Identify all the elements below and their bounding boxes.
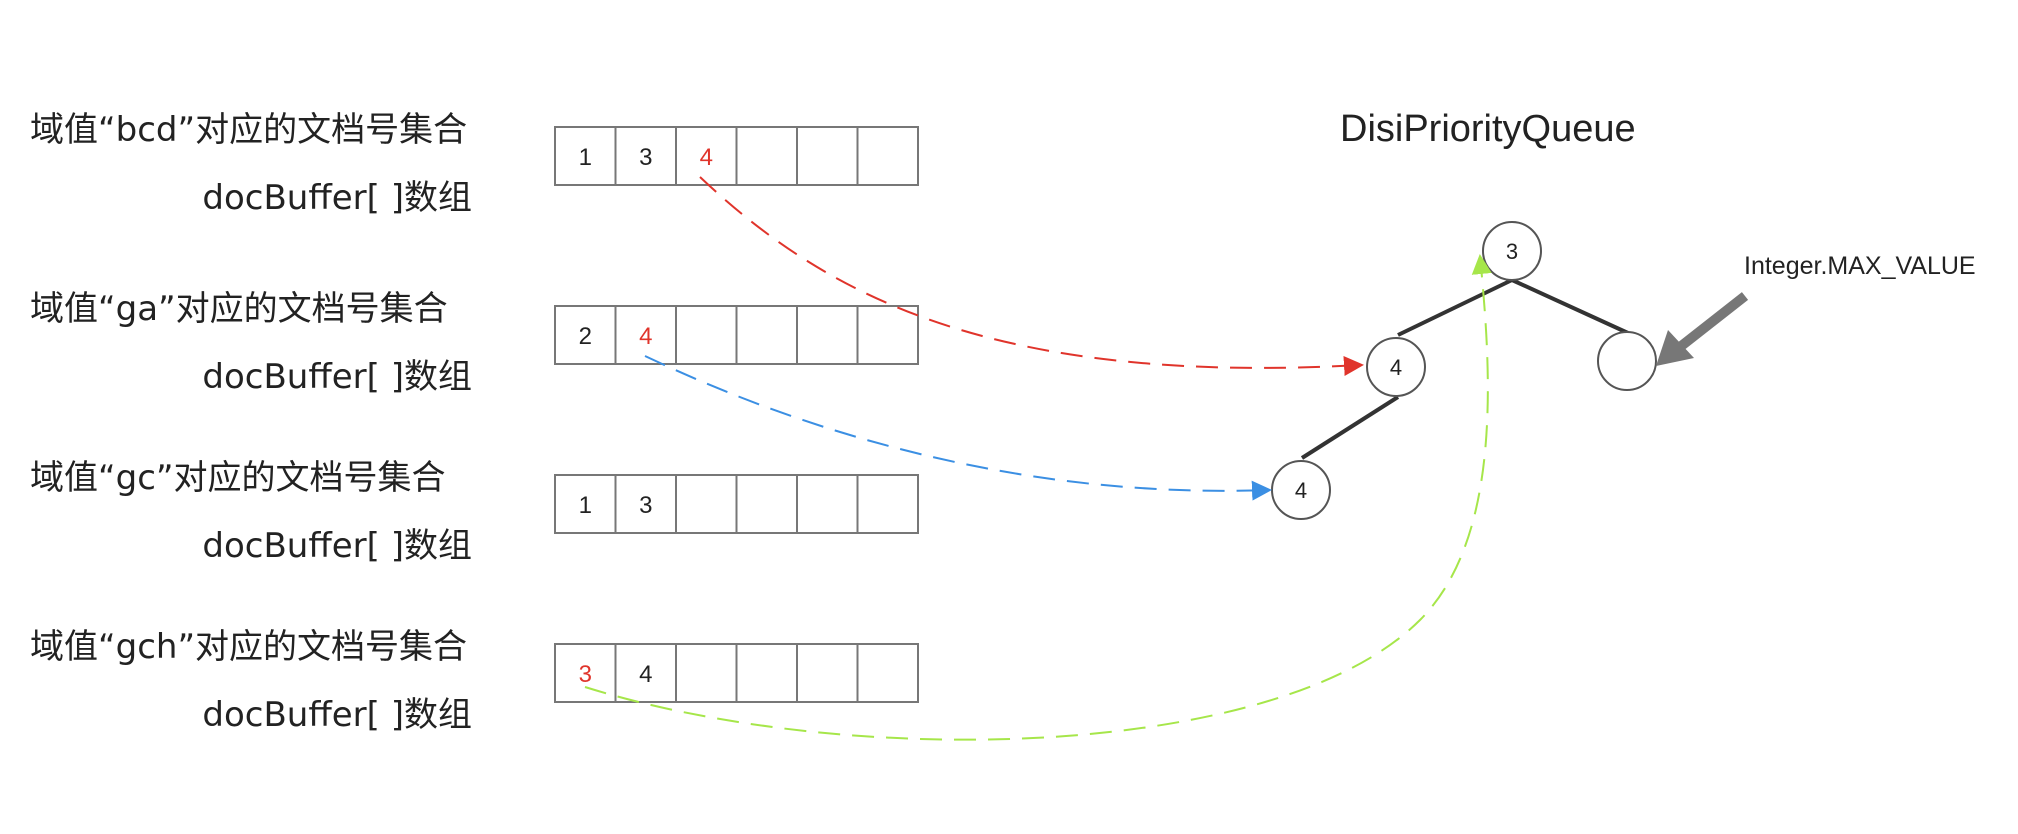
array-cell <box>614 474 677 534</box>
queue-node-root: 3 <box>1482 221 1542 281</box>
set-title-gc: 域值“gc”对应的文档号集合 <box>30 458 446 498</box>
arrow-gch-to-root <box>584 254 1492 741</box>
array-cell <box>796 126 859 186</box>
array-cell <box>856 643 919 703</box>
array-cell <box>614 305 677 365</box>
queue-title: DisiPriorityQueue <box>1340 108 1636 150</box>
array-cell-value: 3 <box>639 144 652 171</box>
array-cell <box>675 643 738 703</box>
array-cell-value: 4 <box>700 144 713 171</box>
array-cell-value: 3 <box>639 492 652 519</box>
array-cell-value: 1 <box>579 492 592 519</box>
array-cell <box>796 643 859 703</box>
array-cell-value: 1 <box>579 144 592 171</box>
queue-node-left-left: 4 <box>1271 460 1331 520</box>
array-cell <box>735 126 798 186</box>
tree-edges <box>1300 278 1629 460</box>
array-cell <box>554 305 617 365</box>
array-cell <box>856 305 919 365</box>
array-cell-value: 4 <box>639 661 652 688</box>
edge-left-leftleft <box>1300 395 1400 460</box>
set-title-gch: 域值“gch”对应的文档号集合 <box>30 627 468 667</box>
edge-root-right <box>1511 278 1629 335</box>
array-cell <box>796 305 859 365</box>
array-cell-value: 2 <box>579 323 592 350</box>
array-cell <box>675 474 738 534</box>
set-title-bcd: 域值“bcd”对应的文档号集合 <box>30 110 468 150</box>
array-cell <box>554 474 617 534</box>
queue-node-root-value: 3 <box>1506 239 1518 264</box>
array-cell <box>735 474 798 534</box>
sentinel-label: Integer.MAX_VALUE <box>1744 252 1976 280</box>
arrow-bcd-to-node <box>699 176 1364 376</box>
doc-buffer-array-bcd: 1 3 4 <box>554 126 919 186</box>
array-cell <box>735 305 798 365</box>
array-cell <box>675 305 738 365</box>
queue-node-left-left-value: 4 <box>1295 478 1307 503</box>
arrow-ga-to-node <box>644 355 1272 501</box>
set-subtitle-gc: docBuffer[ ]数组 <box>202 526 472 566</box>
array-cell <box>856 126 919 186</box>
array-cell <box>856 474 919 534</box>
set-subtitle-bcd: docBuffer[ ]数组 <box>202 178 472 218</box>
array-cell-value: 4 <box>639 323 652 350</box>
sentinel-arrow <box>1656 292 1749 366</box>
array-cell <box>735 643 798 703</box>
queue-node-left: 4 <box>1366 337 1426 397</box>
queue-node-right-sentinel <box>1597 331 1657 391</box>
set-title-ga: 域值“ga”对应的文档号集合 <box>30 289 448 329</box>
array-cell <box>796 474 859 534</box>
set-subtitle-gch: docBuffer[ ]数组 <box>202 695 472 735</box>
queue-node-left-value: 4 <box>1390 355 1402 380</box>
set-subtitle-ga: docBuffer[ ]数组 <box>202 357 472 397</box>
edge-root-left <box>1397 278 1513 337</box>
array-cell-value: 3 <box>579 661 592 688</box>
